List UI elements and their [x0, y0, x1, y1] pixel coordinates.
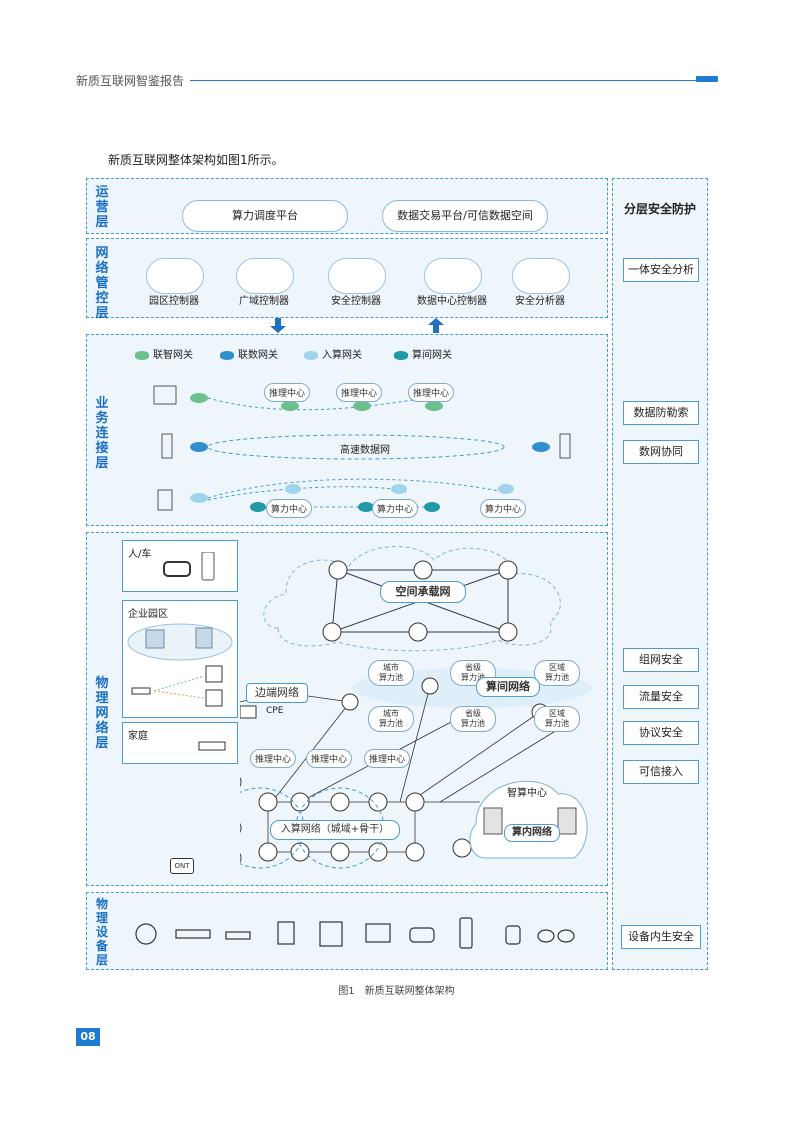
smart-center-label: 智算中心: [507, 788, 547, 799]
car-phone-icons: [163, 552, 215, 581]
netctrl-layer-label: 网络管控层: [95, 246, 109, 321]
inference-center-node: 推理中心: [264, 383, 311, 402]
enterprise-campus-icons: [127, 623, 233, 707]
controller-label: 广域控制器: [239, 296, 289, 307]
gateway-cylinder-icon: [304, 350, 318, 360]
home-router-icon: [198, 741, 226, 751]
access-network-label: 入算网络（城域+骨干）: [270, 820, 400, 840]
device-icons-row: [135, 917, 575, 949]
security-controller-icon: [328, 258, 386, 294]
figure-caption: 图1 新质互联网整体架构: [338, 986, 455, 997]
inference-center-node: 推理中心: [306, 749, 353, 768]
security-item: 数据防勒索: [623, 401, 699, 425]
controller-label: 安全分析器: [515, 296, 565, 307]
edge-network-label: 边端网络: [246, 683, 308, 703]
controller-label: 安全控制器: [331, 296, 381, 307]
legend-gateway: 联数网关: [220, 346, 278, 361]
compute-scheduling-platform: 算力调度平台: [182, 200, 348, 232]
inference-center-node: 推理中心: [408, 383, 455, 402]
phone-icon: [201, 552, 215, 581]
intro-text: 新质互联网整体架构如图1所示。: [108, 153, 284, 167]
security-title: 分层安全防护: [623, 202, 696, 216]
prov-compute-pool: 省级 算力池: [450, 706, 496, 732]
security-item: 设备内生安全: [621, 925, 701, 949]
up-arrow-icon: [428, 318, 444, 333]
inference-center-node: 推理中心: [250, 749, 297, 768]
page-number: 08: [76, 1028, 100, 1046]
security-item: 可信接入: [623, 760, 699, 784]
car-icon: [163, 561, 191, 577]
legend-gateway: 联智网关: [135, 346, 193, 361]
robot-icon: [505, 925, 521, 945]
building-icon: [157, 489, 173, 511]
device-layer-label: 物理设备层: [95, 897, 108, 967]
compute-center-node: 算力中心: [266, 499, 313, 518]
gateway-cylinder-icon: [220, 350, 234, 360]
down-arrow-icon: [270, 318, 286, 333]
header-rule: [190, 80, 696, 81]
inference-center-node: 推理中心: [336, 383, 383, 402]
prov-compute-pool: 省级 算力池: [450, 660, 496, 686]
car-icon: [409, 927, 435, 943]
edge-router-icon: [240, 705, 257, 719]
region-compute-pool: 区域 算力池: [534, 706, 580, 732]
home-box: [122, 722, 238, 764]
security-item: 一体安全分析: [623, 258, 699, 282]
security-item: 组网安全: [623, 648, 699, 672]
gateway-cylinder-icon: [394, 350, 408, 360]
space-network-label: 空间承载网: [380, 581, 466, 603]
hsdn-label: 高速数据网: [340, 445, 390, 456]
intra-network-label: 算内网络: [504, 824, 560, 842]
home-label: 家庭: [128, 731, 148, 742]
report-title: 新质互联网智鉴报告: [76, 74, 185, 88]
people-car-label: 人/车: [128, 549, 152, 560]
inference-center-node: 推理中心: [364, 749, 411, 768]
data-trading-platform: 数据交易平台/可信数据空间: [382, 200, 548, 232]
security-analyzer-icon: [512, 258, 570, 294]
server-icon: [277, 921, 295, 945]
security-item: 流量安全: [623, 685, 699, 709]
wan-controller-icon: [236, 258, 294, 294]
monitor-icon: [365, 923, 391, 943]
service-layer-panel: [86, 334, 608, 526]
gateway-cylinder-icon: [135, 350, 149, 360]
city-compute-pool: 城市 算力池: [368, 660, 414, 686]
dc-controller-icon: [424, 258, 482, 294]
controller-label: 园区控制器: [149, 296, 199, 307]
city-compute-pool: 城市 算力池: [368, 706, 414, 732]
header-accent-bar: [696, 76, 718, 82]
service-layer-label: 业务连接层: [95, 396, 109, 471]
glasses-icon: [537, 929, 555, 943]
wifi-ap-icon: [225, 931, 251, 940]
compute-center-node: 算力中心: [372, 499, 419, 518]
security-item: 协议安全: [623, 721, 699, 745]
ops-layer-label: 运营层: [95, 185, 109, 230]
security-item: 数网协同: [623, 440, 699, 464]
people-car-box: [122, 540, 238, 592]
server-icon: [161, 433, 173, 459]
router-icon: [135, 923, 157, 945]
physical-layer-label: 物理网络层: [95, 676, 109, 751]
service-connections: [153, 385, 571, 512]
rack-icon: [319, 921, 343, 947]
enterprise-label: 企业园区: [128, 609, 168, 620]
house-icon: [153, 385, 177, 405]
server-icon: [559, 433, 571, 459]
compute-center-node: 算力中心: [480, 499, 527, 518]
device-layer-panel: [86, 892, 608, 970]
cpe-label: CPE: [266, 706, 284, 716]
phone-icon: [459, 917, 473, 949]
ont-device: ONT: [170, 858, 194, 874]
legend-gateway: 算间网关: [394, 346, 452, 361]
inter-compute-network-label: 算间网络: [476, 677, 540, 697]
legend-gateway: 入算网关: [304, 346, 362, 361]
controller-label: 数据中心控制器: [417, 296, 487, 307]
switch-icon: [175, 929, 211, 939]
security-column-panel: [612, 178, 708, 970]
campus-controller-icon: [146, 258, 204, 294]
region-compute-pool: 区域 算力池: [534, 660, 580, 686]
